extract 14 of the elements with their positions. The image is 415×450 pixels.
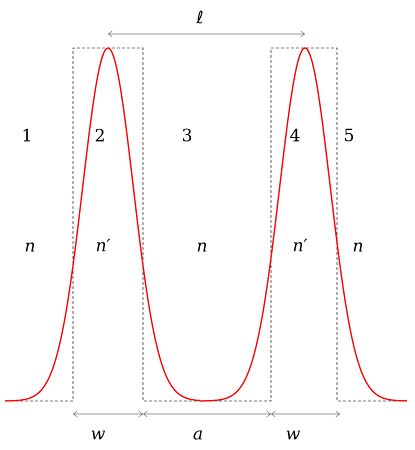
refractive-index-label: n	[354, 242, 362, 252]
dimension-label: a	[194, 430, 202, 440]
region-number: 3	[182, 128, 192, 142]
dimension-label: w	[92, 430, 105, 440]
dimension-label: w	[286, 430, 300, 440]
refractive-index-label: n′	[294, 238, 308, 252]
refractive-index-label: n′	[96, 238, 110, 252]
region-number: 1	[24, 128, 30, 142]
dimension-label: ℓ	[196, 10, 202, 24]
region-number: 2	[96, 128, 104, 142]
region-number: 5	[345, 128, 354, 142]
region-number: 4	[290, 128, 300, 142]
refractive-index-label: n	[198, 242, 206, 252]
refractive-index-label: n	[26, 242, 34, 252]
